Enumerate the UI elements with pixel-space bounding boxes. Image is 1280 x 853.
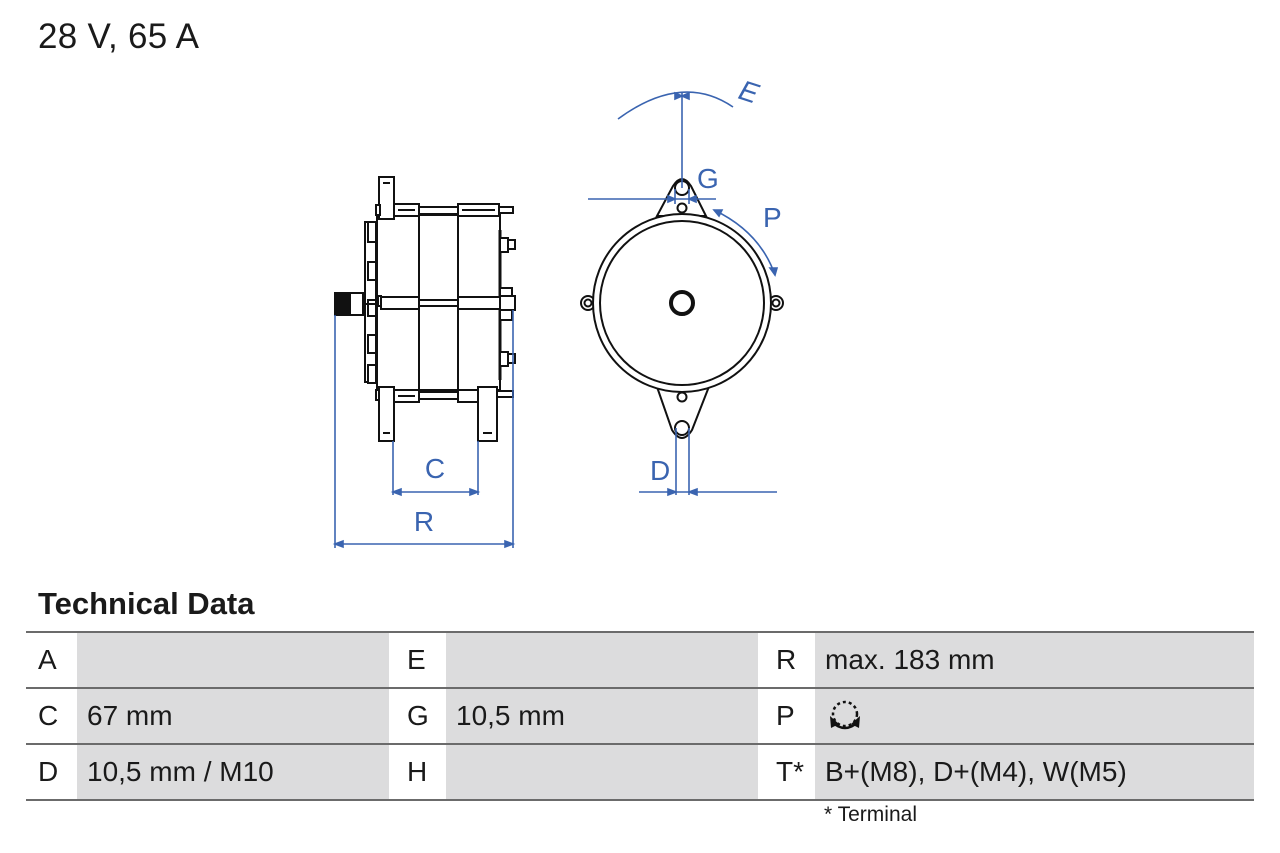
dimension-label-d: D [650,455,670,486]
dimension-label-r: R [414,506,434,537]
table-row: A E R max. 183 mm [26,631,1254,689]
rotation-both-directions-icon [830,700,860,730]
front-view [580,178,784,439]
param-label-c: C [26,687,77,745]
front-view-dimensions [588,91,779,497]
terminal-footnote: * Terminal [824,803,917,826]
side-view-dimensions [332,310,516,549]
dimension-label-e: E [735,74,763,109]
alternator-dimension-drawing: C R E [332,74,784,549]
param-value-g: 10,5 mm [446,687,758,745]
param-value-t: B+(M8), D+(M4), W(M5) [815,743,1254,801]
product-title: 28 V, 65 A [38,17,200,56]
param-label-h: H [389,743,446,801]
param-label-e: E [389,631,446,689]
param-value-a [77,631,389,689]
param-label-g: G [389,687,446,745]
param-value-p [815,687,1254,745]
param-label-d: D [26,743,77,801]
dimension-label-p: P [763,202,782,233]
param-value-r: max. 183 mm [815,631,1254,689]
param-label-r: R [758,631,815,689]
param-label-a: A [26,631,77,689]
param-value-h [446,743,758,801]
technical-data-table: A E R max. 183 mm C 67 mm G 10,5 mm P D … [26,631,1254,801]
side-view [334,176,516,442]
table-row: C 67 mm G 10,5 mm P [26,687,1254,745]
dimension-label-g: G [697,163,719,194]
table-row: D 10,5 mm / M10 H T* B+(M8), D+(M4), W(M… [26,743,1254,801]
param-value-d: 10,5 mm / M10 [77,743,389,801]
dimension-label-c: C [425,453,445,484]
technical-data-heading: Technical Data [38,586,255,621]
param-value-c: 67 mm [77,687,389,745]
param-label-t: T* [758,743,815,801]
param-label-p: P [758,687,815,745]
param-value-e [446,631,758,689]
